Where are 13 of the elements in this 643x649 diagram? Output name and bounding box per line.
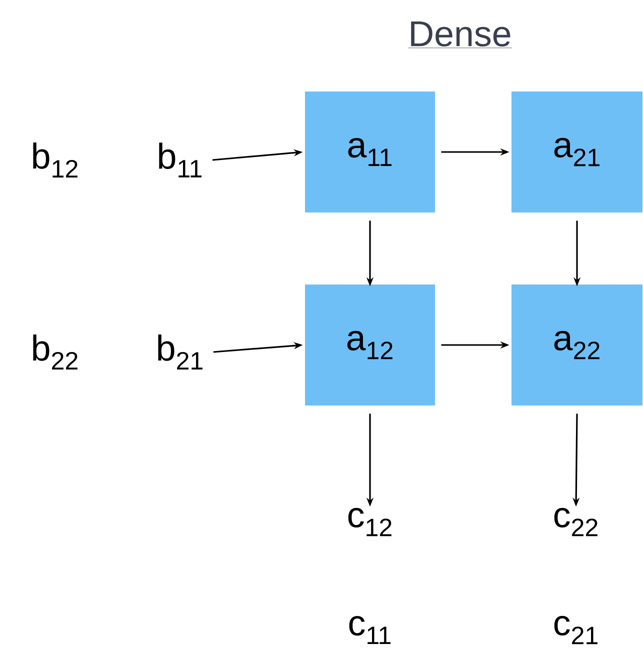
element-label: c$_{22}$ — [554, 508, 598, 536]
matrix-cell: a$_{22}$ — [512, 284, 642, 406]
element-label: b$_{21}$ — [158, 334, 202, 370]
matrix-cell: a$_{21}$ — [512, 92, 642, 212]
element-label: b$_{22}$ — [33, 334, 78, 370]
title: Dense — [408, 21, 512, 48]
element-label: c$_{21}$ — [554, 616, 598, 644]
element-label: b$_{11}$ — [159, 142, 202, 178]
element-label: b$_{12}$ — [33, 142, 78, 178]
element-label: c$_{12}$ — [348, 508, 392, 536]
matrix-cell: a$_{11}$ — [305, 92, 435, 212]
matrix-cell: a$_{12}$ — [305, 284, 435, 406]
element-label: c$_{11}$ — [349, 616, 391, 644]
